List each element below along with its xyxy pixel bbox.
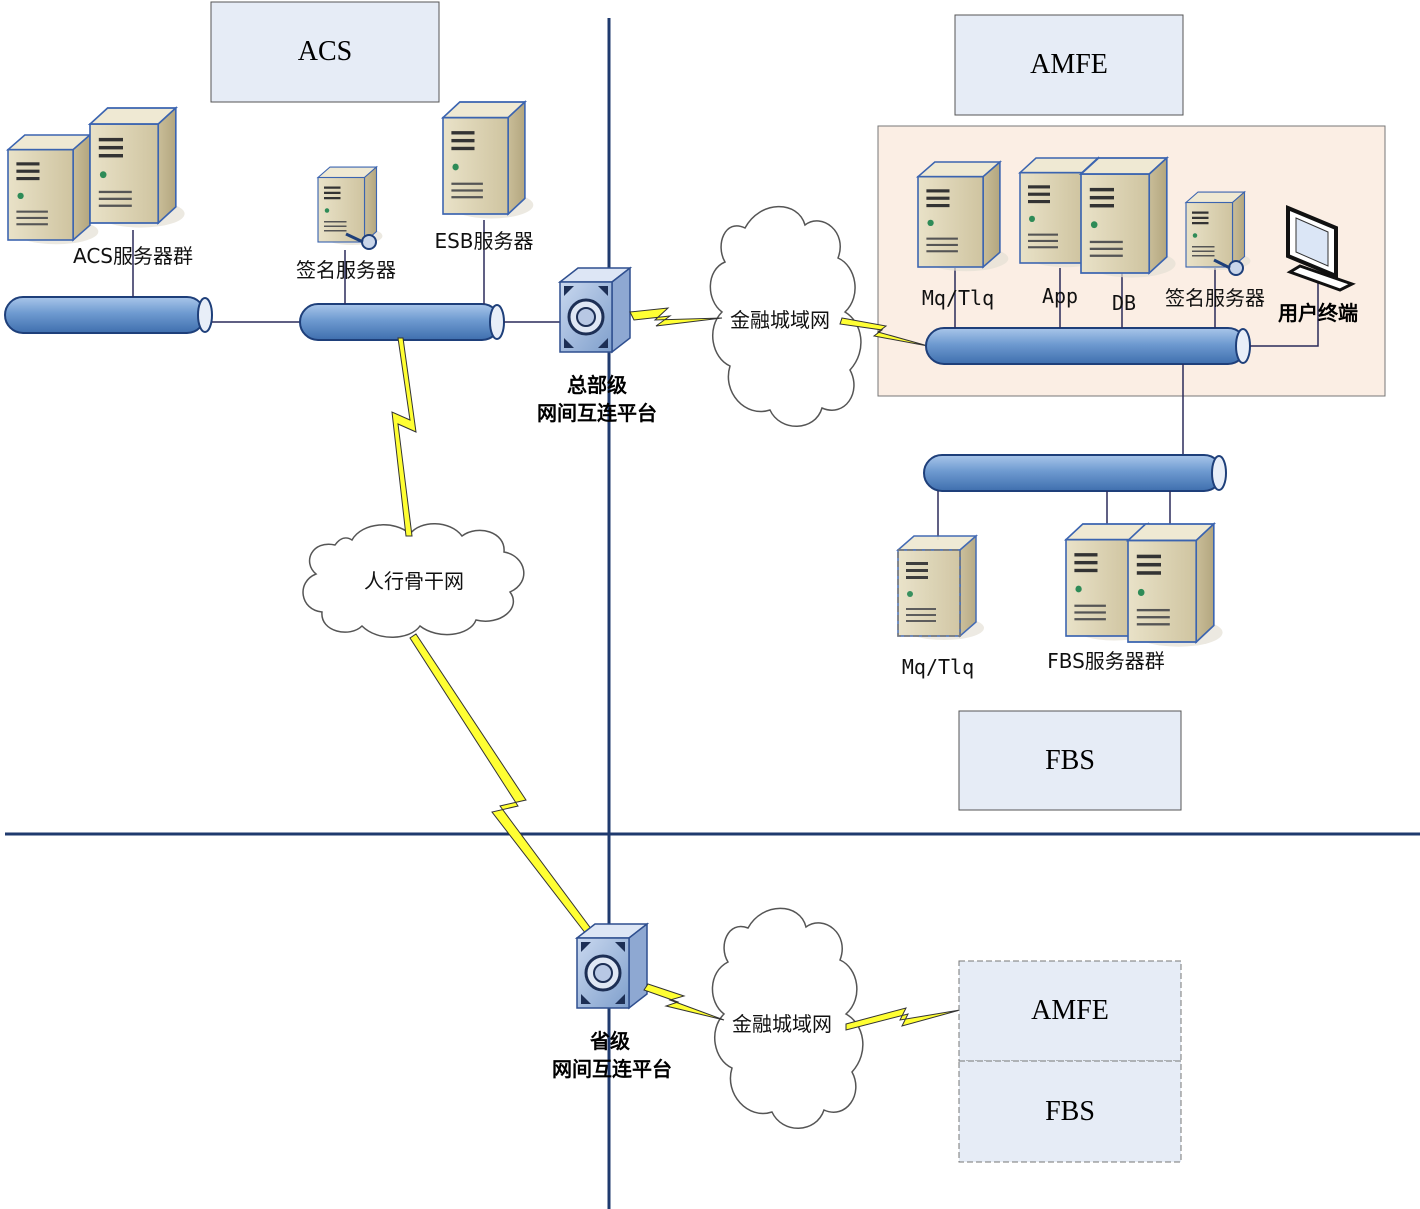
svg-text:AMFE: AMFE xyxy=(1030,49,1108,80)
amfe-mq-label: Mq/Tlq xyxy=(922,286,994,310)
amfe-db-server xyxy=(1080,157,1177,279)
hq-metro-label: 金融城域网 xyxy=(730,308,830,332)
user-terminal-icon xyxy=(1286,205,1356,292)
svg-text:FBS: FBS xyxy=(1045,745,1095,776)
fbs-server-2 xyxy=(1127,523,1224,648)
province-metro-label: 金融城域网 xyxy=(732,1012,832,1036)
key-icon xyxy=(1228,260,1244,276)
lightning-link-backbone-province xyxy=(409,633,593,935)
esb-server-label: ESB服务器 xyxy=(434,229,533,253)
lightning-link-province-gateway-metro xyxy=(643,983,725,1021)
amfe-bus xyxy=(925,327,1251,365)
province-amfe-box: AMFE xyxy=(958,960,1182,1062)
acs-main-bus xyxy=(299,303,505,341)
fbs-cluster-label: FBS服务器群 xyxy=(1047,649,1165,673)
lightning-link-metro-amfe xyxy=(839,317,929,347)
lightning-link-province-metro-boxes xyxy=(845,1007,961,1031)
hq-gateway-label-2: 网间互连平台 xyxy=(537,401,657,425)
user-terminal-label: 用户终端 xyxy=(1278,301,1358,325)
fbs-mq-server xyxy=(897,535,985,641)
hq-gateway-label-1: 总部级 xyxy=(567,373,627,397)
svg-text:AMFE: AMFE xyxy=(1031,995,1109,1026)
key-icon xyxy=(345,232,377,250)
acs-box: ACS xyxy=(210,1,440,103)
lightning-link-acs-backbone xyxy=(391,337,417,537)
lightning-link-hq-gateway-metro xyxy=(629,307,723,327)
signature-server-left xyxy=(317,166,384,304)
acs-cluster-label: ACS服务器群 xyxy=(73,244,193,268)
fbs-bus xyxy=(923,454,1227,492)
amfe-box-top: AMFE xyxy=(954,14,1184,116)
fbs-mq-label: Mq/Tlq xyxy=(902,655,974,679)
esb-server xyxy=(442,101,535,304)
svg-text:FBS: FBS xyxy=(1045,1096,1095,1127)
hq-gateway-icon xyxy=(558,266,632,354)
province-metro-cloud xyxy=(711,907,864,1129)
backbone-label: 人行骨干网 xyxy=(364,569,464,593)
province-gateway-label-1: 省级 xyxy=(589,1029,630,1053)
amfe-signature-server xyxy=(1185,191,1252,276)
acs-server-cluster xyxy=(7,107,186,297)
amfe-app-label: App xyxy=(1042,284,1078,308)
amfe-sign-label: 签名服务器 xyxy=(1165,286,1265,310)
province-gateway-icon xyxy=(575,922,649,1010)
svg-text:ACS: ACS xyxy=(298,36,352,67)
amfe-db-label: DB xyxy=(1112,291,1136,315)
fbs-box-top: FBS xyxy=(958,710,1182,811)
amfe-mq-server xyxy=(917,161,1010,272)
hq-metro-cloud xyxy=(709,205,862,427)
sign-server-left-label: 签名服务器 xyxy=(296,258,396,282)
acs-cluster-bus xyxy=(4,296,213,334)
province-gateway-label-2: 网间互连平台 xyxy=(552,1057,672,1081)
province-fbs-box: FBS xyxy=(958,1060,1182,1163)
